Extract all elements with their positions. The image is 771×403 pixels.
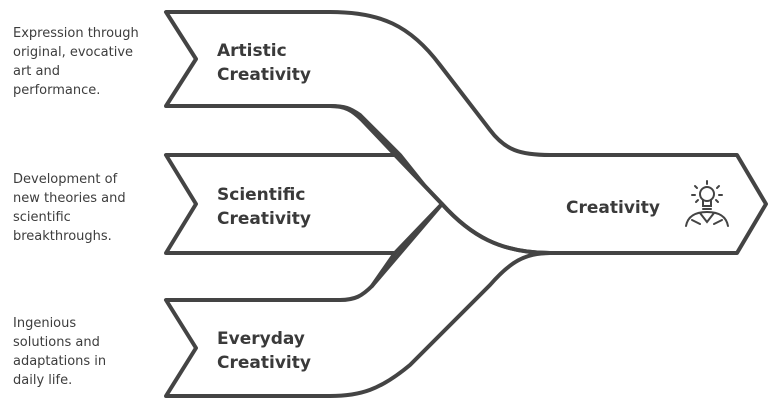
- everyday-description: Ingenious solutions and adaptations in d…: [13, 316, 107, 388]
- creativity-label: Creativity: [566, 198, 660, 218]
- everyday-label: Everyday Creativity: [217, 329, 311, 373]
- scientific-label: Scientific Creativity: [217, 185, 311, 229]
- person-lightbulb-icon: [685, 180, 729, 227]
- artistic-label: Artistic Creativity: [217, 41, 311, 85]
- artistic-description: Expression through original, evocative a…: [13, 26, 139, 98]
- scientific-description: Development of new theories and scientif…: [13, 172, 126, 244]
